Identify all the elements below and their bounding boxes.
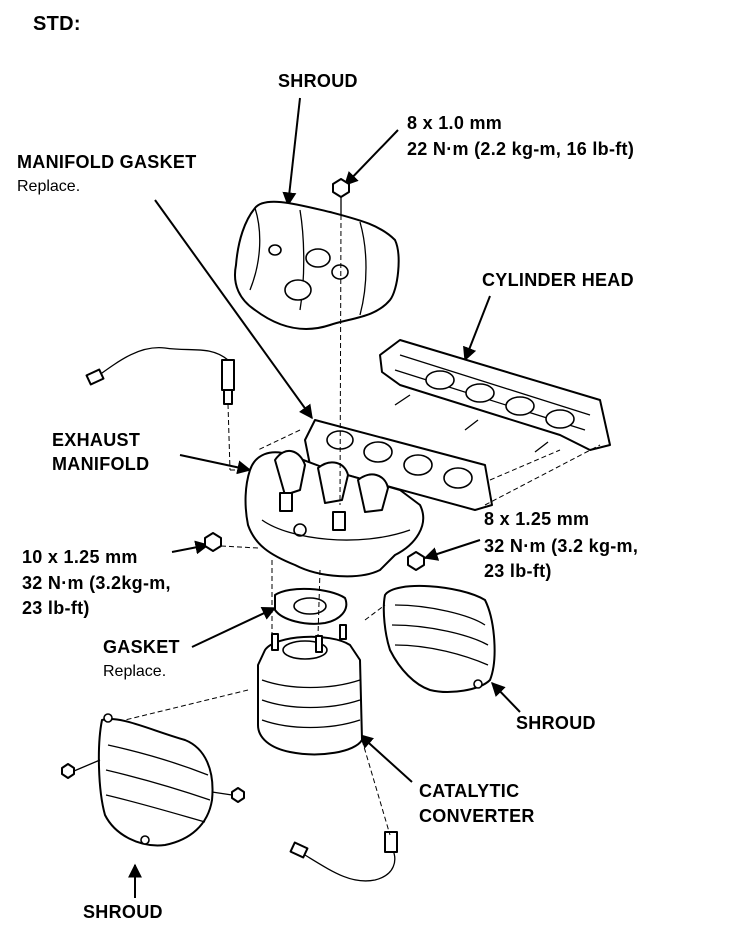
nut-left: [204, 532, 222, 552]
top-shroud: [234, 200, 400, 331]
label-bolt-top-torque: 22 N·m (2.2 kg-m, 16 lb-ft): [407, 139, 635, 159]
label-nut-left-size: 10 x 1.25 mm: [22, 547, 138, 567]
cylinder-head: [379, 339, 611, 453]
label-nut-right-torque-2: 23 lb-ft): [484, 561, 552, 581]
label-shroud-bottom: SHROUD: [83, 902, 163, 922]
catalytic-converter: [257, 624, 363, 756]
right-shroud: [382, 585, 496, 693]
bottom-bolts: [61, 759, 245, 803]
label-manifold-gasket-note: Replace.: [17, 178, 81, 195]
label-nut-right-size: 8 x 1.25 mm: [484, 509, 590, 529]
label-gasket-note: Replace.: [103, 663, 167, 680]
label-shroud-right: SHROUD: [516, 713, 596, 733]
label-shroud-top: SHROUD: [278, 71, 358, 91]
exhaust-gasket: [274, 587, 348, 625]
alignment-lines: [124, 214, 601, 836]
manifold-gasket: [304, 419, 493, 511]
label-catalytic-1: CATALYTIC: [419, 781, 520, 801]
upper-oxygen-sensor: [85, 346, 235, 405]
label-cylinder-head: CYLINDER HEAD: [482, 270, 634, 290]
label-bolt-top-size: 8 x 1.0 mm: [407, 113, 503, 133]
label-catalytic-2: CONVERTER: [419, 806, 535, 826]
label-exhaust-manifold-1: EXHAUST: [52, 430, 141, 450]
exhaust-manifold: [244, 450, 425, 578]
leader-lines: [128, 97, 521, 898]
label-manifold-gasket: MANIFOLD GASKET: [17, 152, 197, 172]
label-nut-left-torque-1: 32 N·m (3.2kg-m,: [22, 573, 171, 593]
diagram-title: STD:: [33, 13, 81, 35]
label-nut-left-torque-2: 23 lb-ft): [22, 598, 90, 618]
label-nut-right-torque-1: 32 N·m (3.2 kg-m,: [484, 536, 639, 556]
nut-right: [407, 551, 425, 571]
label-gasket: GASKET: [103, 637, 180, 657]
label-exhaust-manifold-2: MANIFOLD: [52, 454, 150, 474]
top-bolt: [332, 178, 350, 215]
bottom-shroud: [97, 713, 214, 847]
lower-oxygen-sensor: [289, 831, 398, 882]
